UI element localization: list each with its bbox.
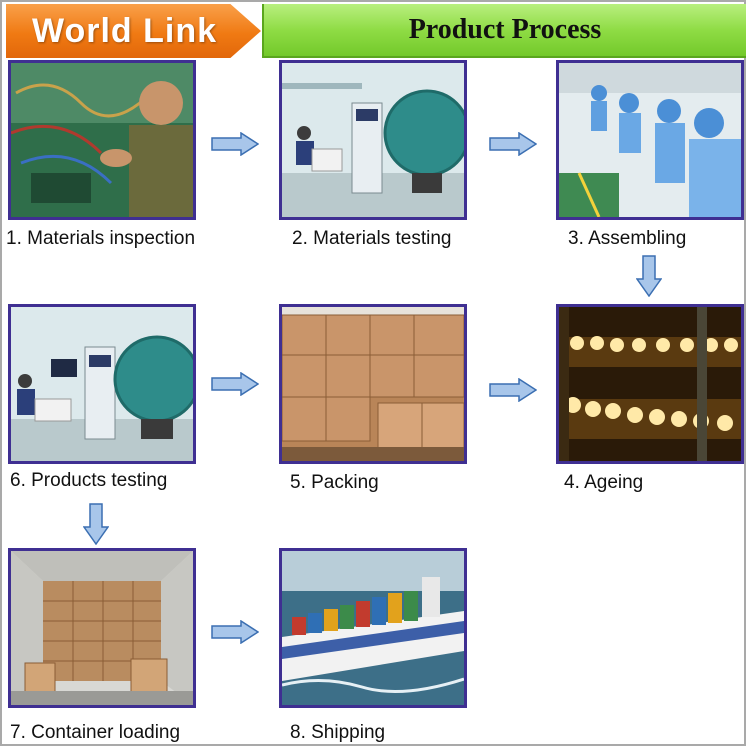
arrow-5-to-6 bbox=[211, 372, 259, 396]
step-7-photo bbox=[8, 548, 196, 708]
step-3-photo bbox=[556, 60, 744, 220]
right-arrow-icon bbox=[489, 378, 537, 402]
arrow-down-6-to-7 bbox=[83, 503, 109, 545]
step-4-photo bbox=[556, 304, 744, 464]
page-title: Product Process bbox=[408, 14, 602, 45]
assembly-line-scene bbox=[559, 63, 741, 217]
packing-boxes-scene bbox=[282, 307, 464, 461]
title-banner: Product Process bbox=[262, 4, 746, 58]
right-arrow-icon bbox=[211, 620, 259, 644]
arrow-right-7-to-8 bbox=[211, 620, 259, 644]
down-arrow-icon bbox=[636, 255, 662, 297]
down-arrow-icon bbox=[83, 503, 109, 545]
step-3-label: 3. Assembling bbox=[568, 228, 687, 249]
arrow-down-3-to-4 bbox=[636, 255, 662, 297]
step-5-label: 5. Packing bbox=[290, 472, 379, 493]
step-6-photo bbox=[8, 304, 196, 464]
product-testing-scene bbox=[11, 307, 193, 461]
right-arrow-icon bbox=[211, 132, 259, 156]
step-8-photo bbox=[279, 548, 467, 708]
step-4-label: 4. Ageing bbox=[564, 472, 644, 493]
arrow-right-2-to-3 bbox=[489, 132, 537, 156]
container-scene bbox=[11, 551, 193, 705]
testing-lab-scene bbox=[282, 63, 464, 217]
brand-banner: World Link bbox=[6, 4, 261, 58]
step-8-label: 8. Shipping bbox=[290, 722, 386, 743]
arrow-4-to-5 bbox=[489, 378, 537, 402]
inspection-scene bbox=[11, 63, 193, 217]
cargo-ship-scene bbox=[282, 551, 464, 705]
arrow-right-1-to-2 bbox=[211, 132, 259, 156]
brand-name: World Link bbox=[32, 11, 218, 50]
step-6-label: 6. Products testing bbox=[10, 470, 168, 491]
step-1-photo bbox=[8, 60, 196, 220]
right-arrow-icon bbox=[489, 132, 537, 156]
step-7-label: 7. Container loading bbox=[10, 722, 181, 743]
ageing-rack-scene bbox=[559, 307, 741, 461]
right-arrow-icon bbox=[211, 372, 259, 396]
step-2-photo bbox=[279, 60, 467, 220]
step-2-label: 2. Materials testing bbox=[292, 228, 452, 249]
step-1-label: 1. Materials inspection bbox=[6, 228, 196, 249]
step-5-photo bbox=[279, 304, 467, 464]
